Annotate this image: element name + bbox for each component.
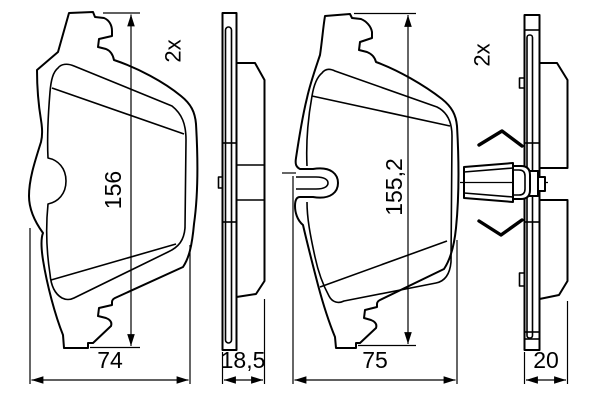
pad1-side-shim <box>224 26 233 344</box>
pad1-side-backplate <box>221 12 238 351</box>
pad2-front-view: 155,2 75 2x <box>282 12 495 384</box>
clip-spring-wire-bottom <box>477 218 524 237</box>
pad1-front-view: 156 74 2x <box>28 11 199 384</box>
pad1-thickness-dimension: 18,5 <box>221 299 266 384</box>
pad1-side-tab <box>217 176 224 189</box>
pad2-chamfer-line-bottom <box>319 240 448 288</box>
pad1-width-value: 74 <box>97 347 123 373</box>
pad1-height-dimension: 156 <box>90 12 140 349</box>
pad2-retainer-slot <box>296 176 329 190</box>
pad2-friction-outline <box>305 68 453 304</box>
pad2-quantity-label: 2x <box>470 43 495 66</box>
pad1-width-dimension: 74 <box>29 228 191 384</box>
pad2-side-friction-lower <box>538 199 569 300</box>
pad2-side-tab <box>518 77 526 89</box>
pad1-side-view: 18,5 <box>217 12 266 384</box>
pad1-height-value: 156 <box>100 171 126 209</box>
clip-cylinder <box>512 165 531 200</box>
pad2-thickness-value: 20 <box>533 347 559 373</box>
clip-spring-wire-top <box>477 129 524 148</box>
pad2-height-value: 155,2 <box>381 158 407 216</box>
pad2-side-friction-upper <box>538 62 569 169</box>
clip-cup-inner <box>463 192 514 198</box>
pad2-thickness-dimension: 20 <box>523 301 569 384</box>
pad1-chamfer-line-top <box>51 87 185 135</box>
pad2-backplate-outline <box>294 13 460 349</box>
pad2-side-view: 20 <box>460 14 569 384</box>
pad1-chamfer-line-bottom <box>50 243 177 281</box>
pad2-chamfer-line-top <box>311 95 451 127</box>
pad2-width-dimension: 75 <box>282 172 458 384</box>
pad1-thickness-value: 18,5 <box>221 347 266 373</box>
clip-cup-inner <box>463 167 514 173</box>
pad1-backplate-outline <box>28 11 199 349</box>
piston-clip-assembly <box>460 129 548 237</box>
pad2-height-dimension: 155,2 <box>354 12 416 347</box>
clip-boss-stub <box>537 176 546 192</box>
pad1-quantity-label: 2x <box>161 39 186 62</box>
clip-cylinder-inner <box>513 169 526 196</box>
clip-cup <box>463 162 514 203</box>
pad2-side-tab <box>518 272 526 287</box>
pad1-friction-outline <box>45 63 187 301</box>
pad2-width-value: 75 <box>362 347 388 373</box>
pad1-side-friction <box>235 62 266 298</box>
